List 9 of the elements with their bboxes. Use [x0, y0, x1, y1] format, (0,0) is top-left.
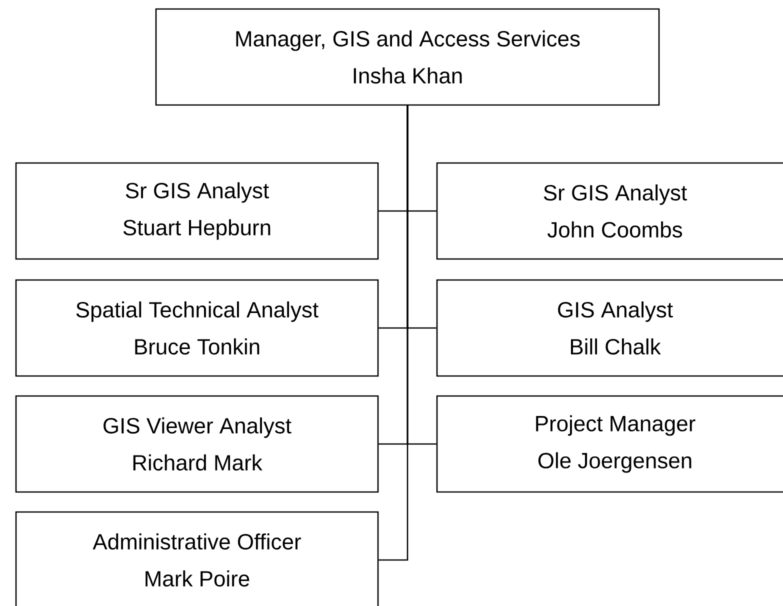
- position-box: Manager, GIS and Access Services Insha Khan: [155, 8, 660, 106]
- position-box: Sr GIS Analyst Stuart Hepburn: [15, 162, 379, 260]
- connector-line: [378, 106, 408, 561]
- position-box: GIS Viewer Analyst Richard Mark: [15, 395, 379, 493]
- position-box: Administrative Officer Mark Poire: [15, 511, 379, 606]
- position-box: Sr GIS Analyst John Coombs: [436, 162, 783, 260]
- position-box: Spatial Technical Analyst Bruce Tonkin: [15, 279, 379, 377]
- position-box: Project Manager Ole Joergensen: [436, 395, 783, 493]
- position-box: GIS Analyst Bill Chalk: [436, 279, 783, 377]
